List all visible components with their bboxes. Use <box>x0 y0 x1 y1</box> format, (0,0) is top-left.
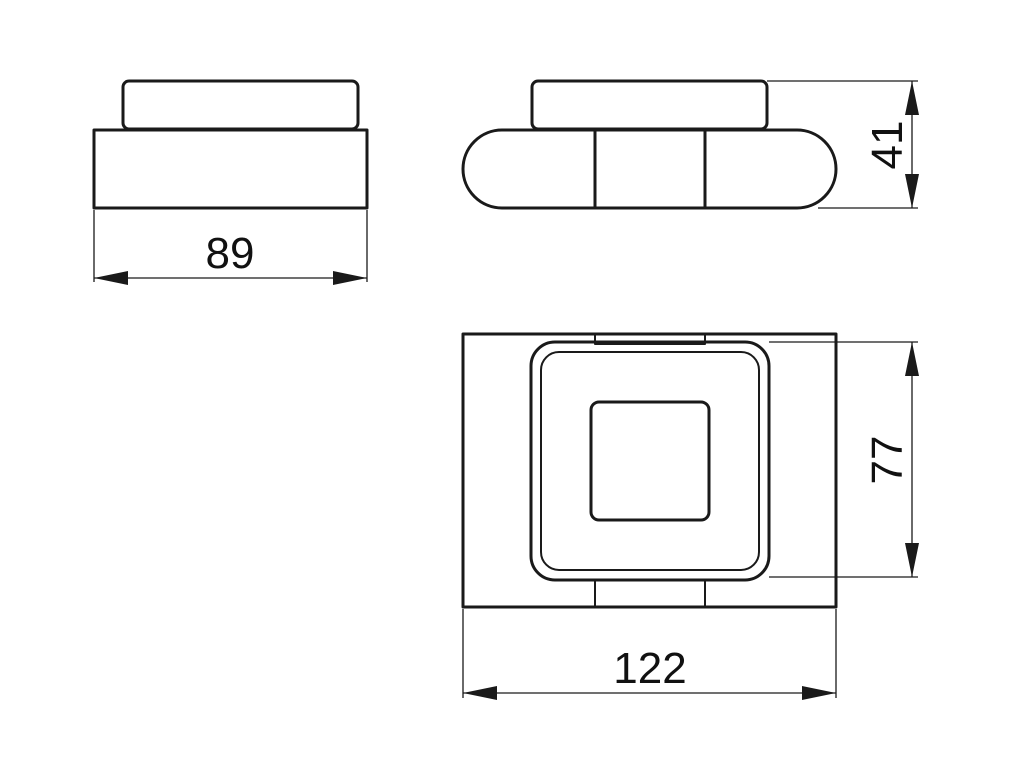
top-view-back-clip <box>594 333 706 345</box>
height-arrow-top <box>905 81 919 115</box>
width-dimension: 89 <box>93 210 368 285</box>
front-view-holder-base <box>92 128 369 210</box>
width-value: 89 <box>206 229 255 278</box>
top-view-dish-drain-area <box>589 400 711 522</box>
front-view <box>92 79 369 210</box>
side-view-soap-dish <box>530 79 769 131</box>
top-view-dish-inner-rim <box>540 351 760 571</box>
top-view-holder-plate <box>461 332 838 609</box>
depth-arrow-bottom <box>905 543 919 577</box>
length-value: 122 <box>613 644 686 693</box>
top-view-dish-outer-rim <box>529 340 771 582</box>
length-arrow-left <box>463 686 497 700</box>
side-view <box>461 79 838 210</box>
width-arrow-right <box>333 271 367 285</box>
height-arrow-bottom <box>905 174 919 208</box>
top-view <box>461 332 838 609</box>
width-arrow-left <box>94 271 128 285</box>
front-view-soap-dish <box>121 79 360 131</box>
depth-arrow-top <box>905 342 919 376</box>
top-view-front-clip <box>594 579 706 608</box>
side-view-holder-base <box>461 128 838 210</box>
length-arrow-right <box>802 686 836 700</box>
height-value: 41 <box>863 121 912 170</box>
depth-value: 77 <box>863 436 912 485</box>
height-dimension: 41 <box>767 80 919 209</box>
depth-dimension: 77 <box>769 341 919 578</box>
length-dimension: 122 <box>462 609 837 700</box>
